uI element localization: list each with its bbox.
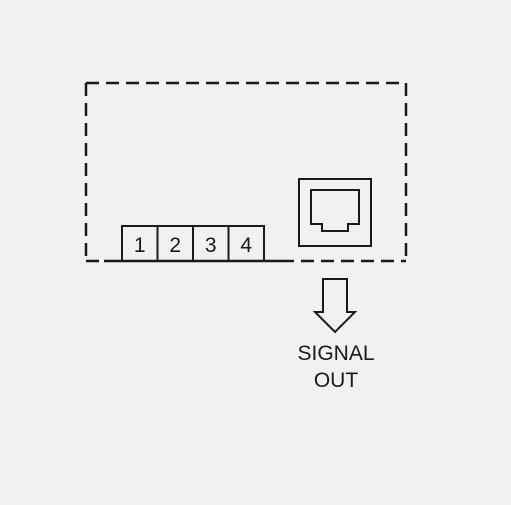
signal-label-line1: SIGNAL bbox=[297, 342, 374, 365]
terminal-label-3: 3 bbox=[205, 234, 217, 257]
rj45-port-icon bbox=[298, 178, 372, 247]
terminal-block bbox=[121, 225, 265, 262]
port-socket bbox=[310, 189, 360, 232]
port-housing bbox=[298, 178, 372, 247]
down-arrow-icon bbox=[312, 278, 358, 334]
enclosure-outline bbox=[84, 81, 408, 263]
terminal-label-4: 4 bbox=[240, 234, 252, 257]
signal-label-line2: OUT bbox=[314, 369, 359, 392]
terminal-label-2: 2 bbox=[169, 234, 181, 257]
terminal-label-1: 1 bbox=[134, 234, 146, 257]
